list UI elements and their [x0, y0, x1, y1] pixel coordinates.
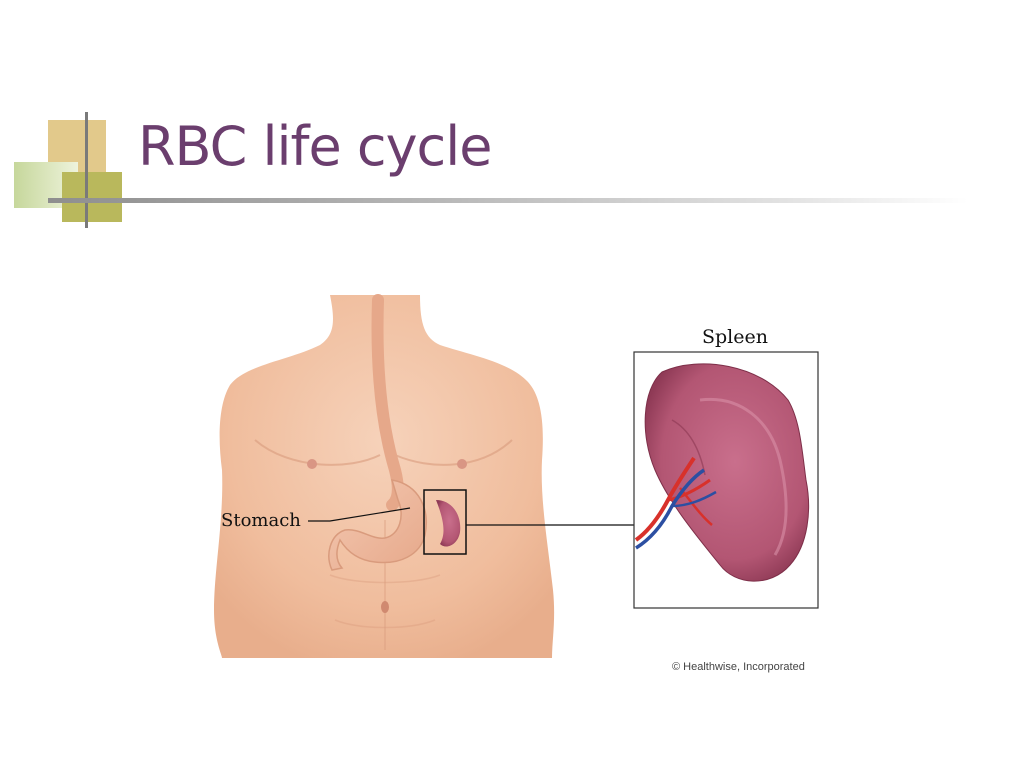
anatomy-illustration	[214, 294, 819, 658]
torso	[214, 295, 555, 658]
stomach-leader-line	[308, 507, 411, 522]
copyright-notice: © Healthwise, Incorporated	[672, 661, 805, 673]
spleen-label: Spleen	[702, 326, 768, 348]
slide-title: RBC life cycle	[138, 115, 492, 178]
title-underline	[48, 198, 968, 203]
spleen-inset-marker	[423, 489, 467, 555]
stomach-label: Stomach	[221, 510, 301, 531]
decorative-square-olive	[62, 172, 122, 222]
decorative-vertical-line	[85, 112, 88, 228]
spleen-detail	[634, 363, 810, 582]
